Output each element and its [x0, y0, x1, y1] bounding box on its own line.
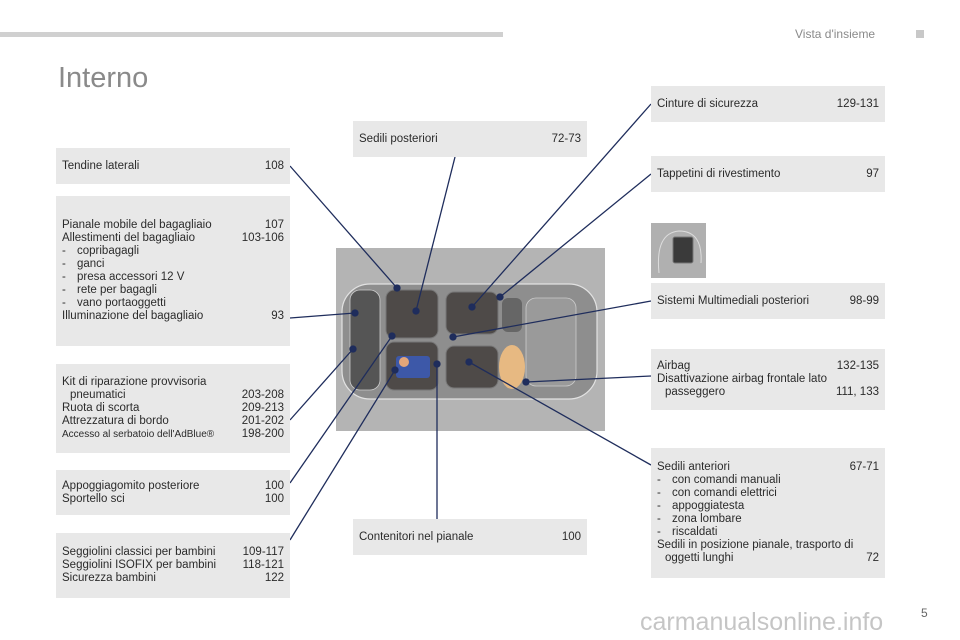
item-label: Seggiolini ISOFIX per bambini [62, 559, 217, 571]
page-ref: 97 [866, 167, 879, 180]
sub-item: ganci [77, 258, 105, 270]
section-marker [916, 30, 924, 38]
callout-tendine: Tendine laterali 108 [56, 148, 290, 184]
callout-multimedia: Sistemi Multimediali posteriori 98-99 [651, 283, 885, 319]
page-ref: 201-202 [241, 415, 284, 427]
item-label: Attrezzatura di bordo [62, 415, 169, 427]
callout-contenitori: Contenitori nel pianale 100 [353, 519, 587, 555]
multimedia-screen-thumbnail [651, 223, 706, 278]
sub-item: appoggiatesta [672, 500, 745, 512]
item-label: pneumatici [70, 389, 126, 401]
sub-item: presa accessori 12 V [77, 271, 185, 283]
item-label: Allestimenti del bagagliaio [62, 232, 195, 244]
item-label: Tappetini di rivestimento [657, 167, 781, 180]
page-number: 5 [921, 606, 928, 620]
page-ref: 100 [264, 479, 284, 492]
page-ref: 72 [866, 552, 879, 564]
page-ref: 111, 133 [835, 386, 879, 398]
item-label: Cinture di sicurezza [657, 97, 758, 110]
page-ref: 109-117 [242, 546, 284, 558]
page-ref: 198-200 [241, 428, 284, 440]
page-ref: 107 [264, 219, 284, 231]
item-label: Disattivazione airbag frontale lato [657, 373, 828, 385]
page-ref: 100 [264, 492, 284, 505]
page-title: Interno [58, 62, 149, 94]
car-interior-illustration [336, 248, 605, 431]
page-ref: 93 [271, 310, 284, 322]
sub-item: rete per bagagli [77, 284, 157, 296]
section-title: Vista d'insieme [795, 27, 876, 41]
sub-item: con comandi manuali [672, 474, 781, 486]
item-label: Appoggiagomito posteriore [62, 479, 200, 492]
item-label: Illuminazione del bagagliaio [62, 310, 204, 322]
watermark: carmanualsonline.info [640, 608, 884, 636]
page-ref: 132-135 [836, 360, 879, 372]
item-label: passeggero [665, 386, 726, 398]
page-ref: 98-99 [849, 294, 879, 307]
page-ref: 118-121 [242, 559, 284, 571]
sub-item: riscaldati [672, 526, 718, 538]
page-ref: 72-73 [551, 132, 581, 145]
page-ref: 103-106 [241, 232, 284, 244]
item-label: Pianale mobile del bagagliaio [62, 219, 212, 231]
callout-seggiolini: Seggiolini classici per bambini 109-117 S… [56, 533, 290, 598]
item-label: Tendine laterali [62, 159, 140, 172]
callout-bagagliaio: Pianale mobile del bagagliaio 107 Allesti… [56, 196, 290, 346]
callout-kit: Kit di riparazione provvisoria pneumatic… [56, 364, 290, 453]
page-ref: 67-71 [849, 461, 879, 473]
header-bar [0, 32, 503, 37]
page-ref: 209-213 [241, 402, 284, 414]
item-label: Accesso al serbatoio dell'AdBlue® [62, 429, 215, 440]
sub-item: copribagagli [77, 245, 140, 257]
item-label: Sportello sci [62, 492, 125, 505]
item-label: Sedili anteriori [657, 461, 730, 473]
callout-airbag: Airbag 132-135 Disattivazione airbag fron… [651, 349, 885, 410]
sub-item: vano portaoggetti [77, 297, 166, 309]
item-label: Ruota di scorta [62, 402, 140, 414]
callout-appoggiagomito: Appoggiagomito posteriore 100 Sportello s… [56, 470, 290, 515]
item-label: Sistemi Multimediali posteriori [657, 294, 810, 307]
item-label: Seggiolini classici per bambini [62, 546, 216, 558]
callout-tappetini: Tappetini di rivestimento 97 [651, 156, 885, 192]
page-ref: 122 [264, 572, 284, 584]
item-label: Kit di riparazione provvisoria [62, 376, 207, 388]
item-label: Sedili posteriori [359, 132, 438, 145]
page-ref: 100 [561, 530, 581, 543]
page-ref: 203-208 [241, 389, 284, 401]
item-label: Sicurezza bambini [62, 572, 156, 584]
sub-item: con comandi elettrici [672, 487, 777, 499]
callout-cinture: Cinture di sicurezza 129-131 [651, 86, 885, 122]
item-label: Contenitori nel pianale [359, 530, 474, 543]
item-label: Sedili in posizione pianale, trasporto d… [657, 539, 854, 551]
sub-item: zona lombare [672, 513, 742, 525]
callout-sedili-posteriori: Sedili posteriori 72-73 [353, 121, 587, 157]
page-ref: 108 [264, 159, 284, 172]
item-label: Airbag [657, 360, 691, 372]
item-label: oggetti lunghi [665, 552, 734, 564]
page-ref: 129-131 [836, 97, 879, 110]
